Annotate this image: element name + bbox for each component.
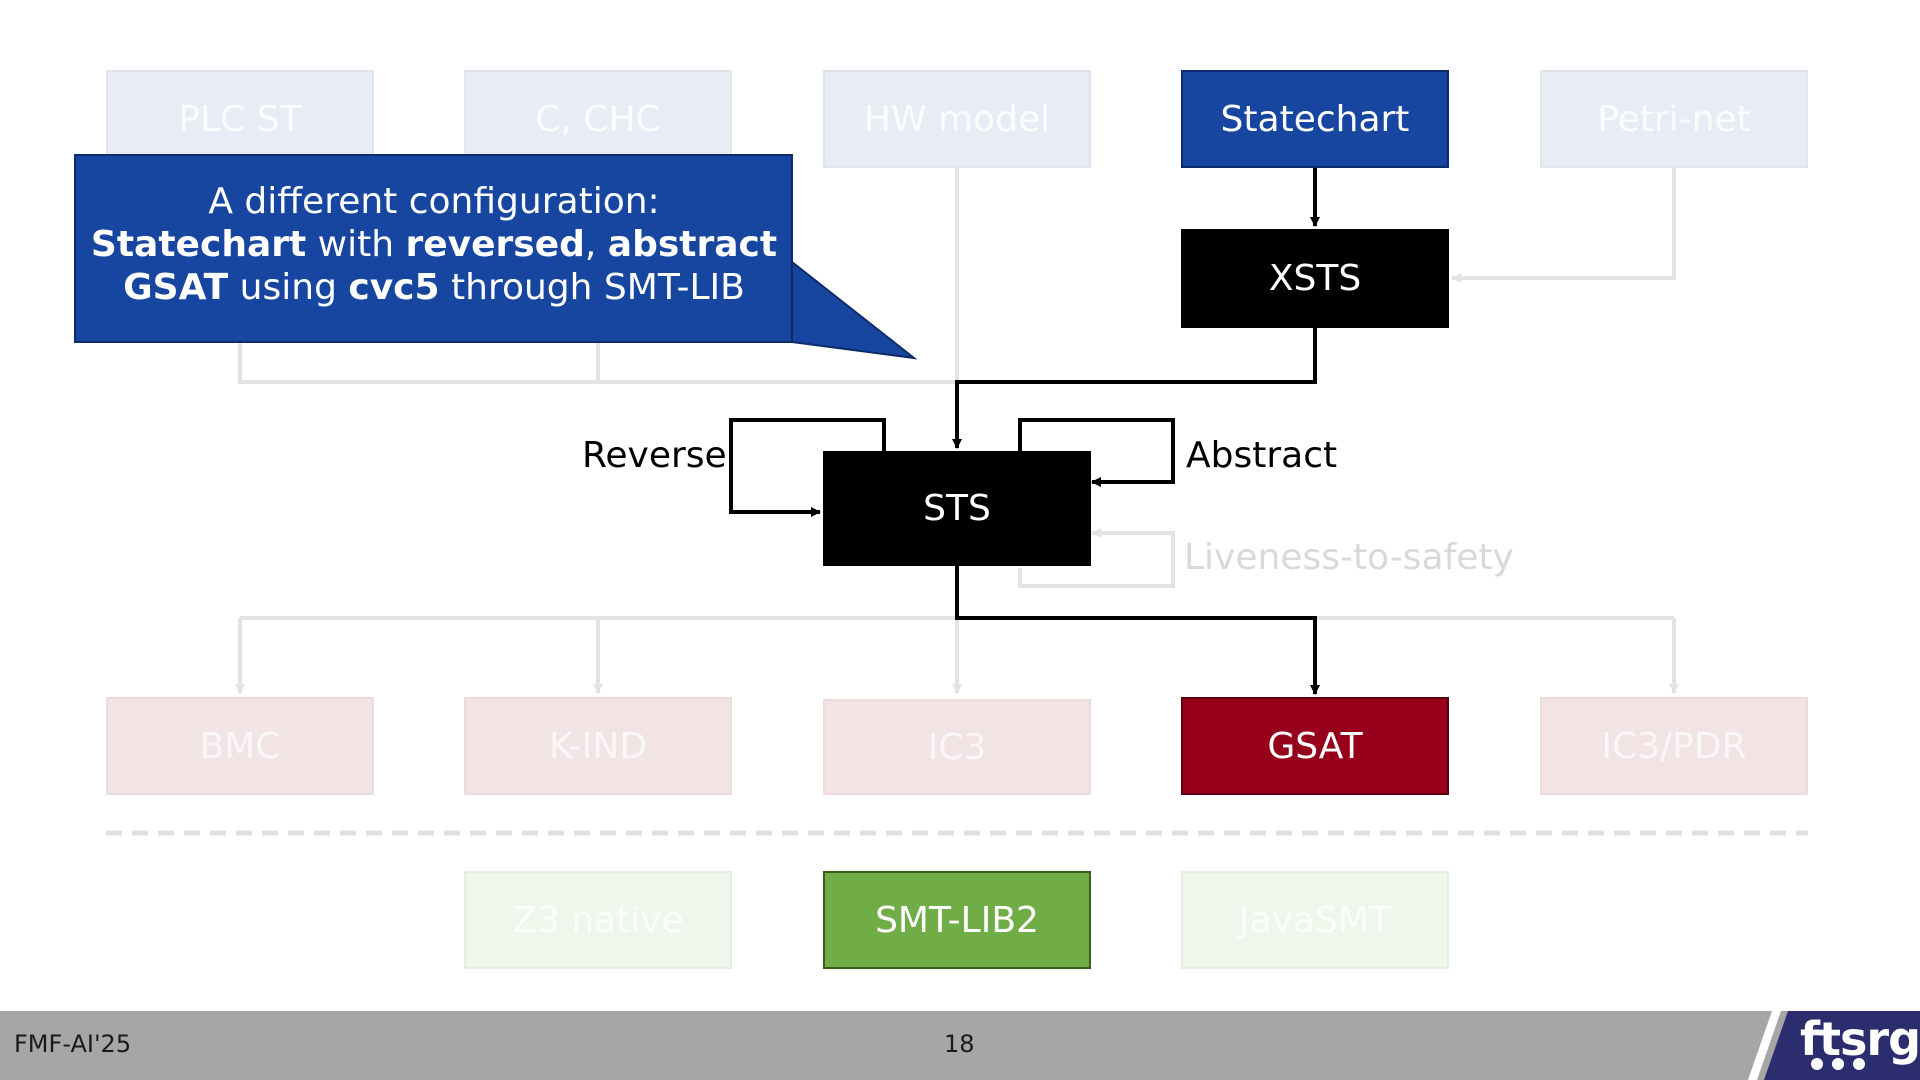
source-plc-st: PLC ST (106, 70, 374, 168)
solver-z3-native: Z3 native (464, 871, 732, 969)
reverse-label: Reverse (582, 435, 727, 476)
callout-line-1: A different configuration: (208, 181, 660, 222)
source-hw-model: HW model (823, 70, 1091, 168)
abstract-label: Abstract (1186, 435, 1338, 476)
logo-dot-2 (1832, 1058, 1844, 1070)
xsts-box: XSTS (1181, 229, 1449, 328)
algorithm-k-ind: K-IND (464, 697, 732, 795)
source-petri-net: Petri-net (1540, 70, 1808, 168)
active-connectors (729, 168, 1320, 695)
algorithm-ic3-pdr: IC3/PDR (1540, 697, 1808, 795)
page-number: 18 (944, 1030, 975, 1058)
logo-dot-1 (1811, 1058, 1823, 1070)
callout-text: A different configuration: Statechart wi… (76, 180, 792, 309)
callout-line-3: GSAT using cvc5 through SMT-LIB (123, 267, 745, 308)
footer-bar (0, 1011, 1920, 1080)
source-statechart: Statechart (1181, 70, 1449, 168)
logo-stripe (1748, 1011, 1781, 1080)
footer-conference: FMF-AI'25 (14, 1030, 132, 1058)
algorithm-bmc: BMC (106, 697, 374, 795)
algorithm-ic3: IC3 (823, 699, 1091, 795)
algorithm-gsat: GSAT (1181, 697, 1449, 795)
ftsrg-logo: ftsrg (1800, 1012, 1920, 1066)
logo-background (1764, 1011, 1920, 1080)
sts-box: STS (823, 451, 1091, 566)
callout-box (74, 154, 793, 343)
solver-javasmt: JavaSMT (1181, 871, 1449, 969)
liveness-to-safety-label: Liveness-to-safety (1184, 537, 1514, 578)
logo-dot-3 (1853, 1058, 1865, 1070)
solver-smt-lib2: SMT-LIB2 (823, 871, 1091, 969)
callout-line-2: Statechart with reversed, abstract (90, 224, 778, 265)
